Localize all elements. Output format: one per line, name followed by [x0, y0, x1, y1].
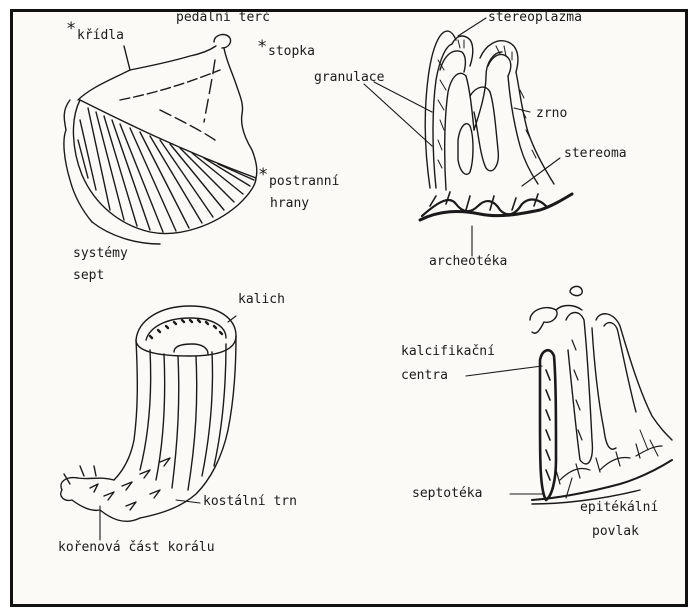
asterisk-marker: * — [66, 22, 76, 37]
label-postranni: postranní — [269, 174, 339, 189]
label-granulace: granulace — [314, 70, 384, 85]
asterisk-marker: * — [257, 40, 267, 55]
label-stopka: stopka — [268, 44, 315, 59]
label-centra: centra — [401, 368, 448, 383]
label-kalcifikacni: kalcifikační — [401, 344, 495, 359]
label-pedalni-terc: pedální terč — [176, 10, 270, 25]
label-hrany: hrany — [270, 196, 309, 211]
label-stereoma: stereoma — [564, 146, 627, 161]
asterisk-marker: * — [258, 168, 268, 183]
leader-lines — [100, 18, 572, 540]
drawing-calcification-section — [530, 286, 672, 504]
label-septoteka: septotéka — [412, 486, 482, 501]
drawing-coral-calyx — [61, 306, 236, 521]
label-stereoplazma: stereoplazma — [488, 10, 582, 25]
label-kalich: kalich — [238, 292, 285, 307]
label-kostalni-trn: kostální trn — [203, 494, 297, 509]
label-archeoteka: archeotéka — [429, 254, 507, 269]
label-systemy: systémy — [73, 246, 128, 261]
label-povlak: povlak — [592, 524, 639, 539]
drawing-septum-section — [420, 31, 572, 220]
label-zrno: zrno — [536, 106, 567, 121]
label-epitekalni: epitékální — [580, 500, 658, 515]
label-sept: sept — [73, 268, 104, 283]
label-korenova-cast: kořenová část korálu — [58, 540, 215, 555]
label-kridla: křídla — [77, 28, 124, 43]
drawing-coral-septa — [64, 35, 257, 244]
